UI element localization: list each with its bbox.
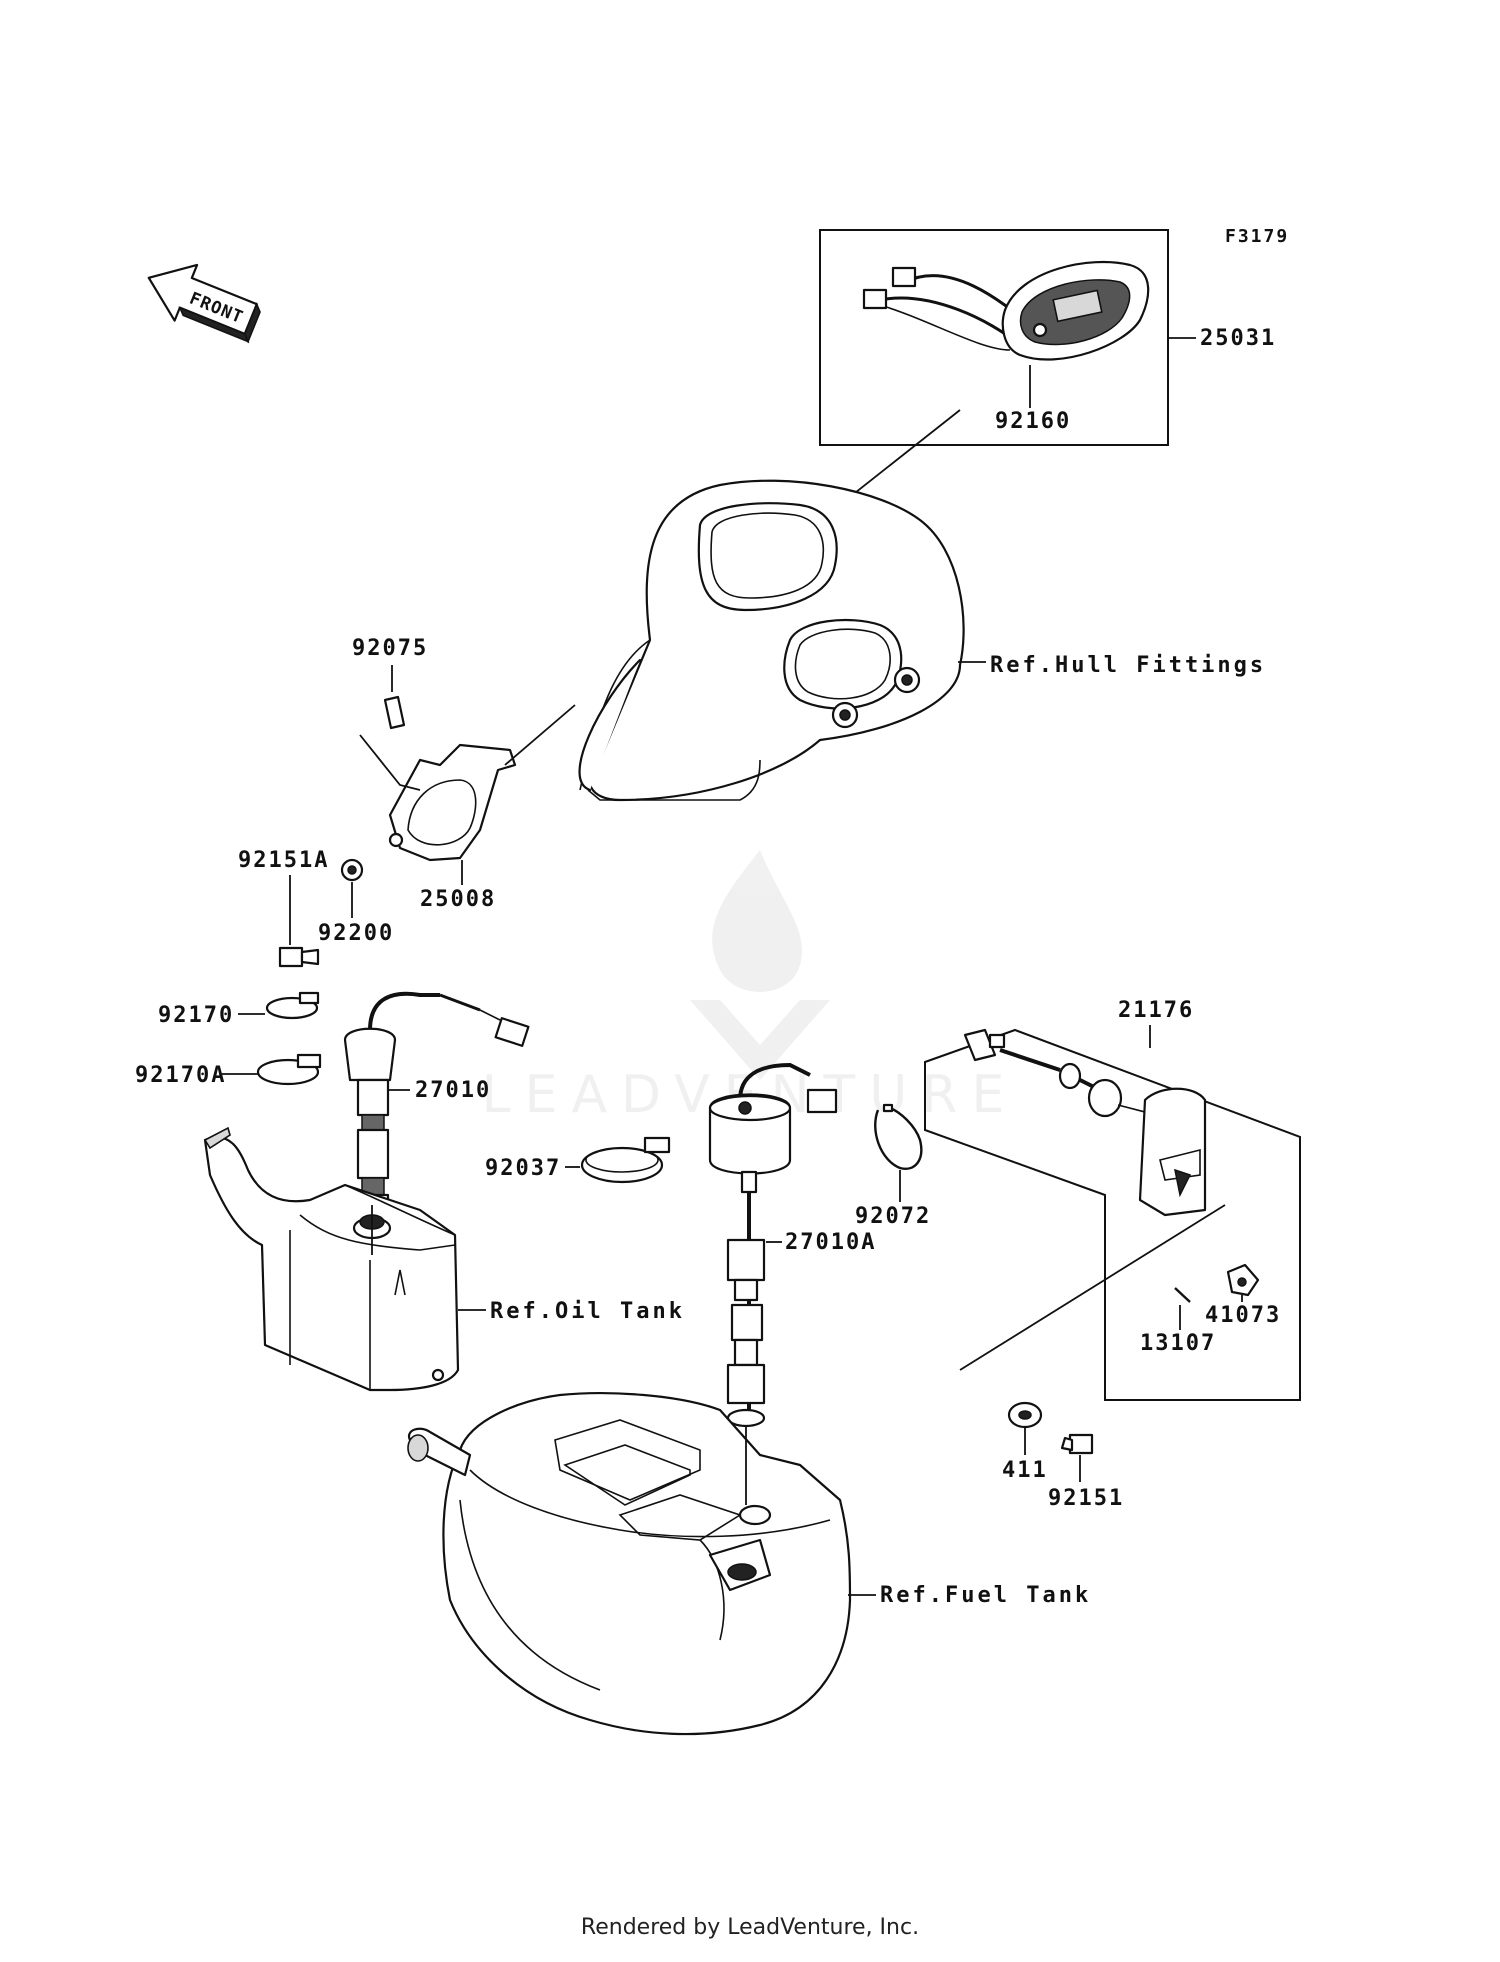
washer-92200 bbox=[340, 858, 364, 882]
washer-411 bbox=[1007, 1401, 1043, 1429]
clamp-92170 bbox=[265, 991, 320, 1020]
bracket-25008 bbox=[388, 743, 517, 862]
label-92160: 92160 bbox=[995, 409, 1071, 434]
label-41073: 41073 bbox=[1205, 1303, 1281, 1328]
diagram-code: F3179 bbox=[1225, 226, 1289, 247]
fuel-level-sensor-27010A bbox=[708, 1062, 838, 1428]
label-21176: 21176 bbox=[1118, 998, 1194, 1023]
label-27010A: 27010A bbox=[785, 1230, 876, 1255]
oil-tank bbox=[203, 1126, 460, 1392]
speed-sensor-21176 bbox=[924, 1028, 1301, 1401]
footer-credit: Rendered by LeadVenture, Inc. bbox=[580, 1915, 920, 1940]
label-92200: 92200 bbox=[318, 921, 394, 946]
label-92151: 92151 bbox=[1048, 1486, 1124, 1511]
meter-assembly-25031 bbox=[819, 229, 1169, 446]
label-92170: 92170 bbox=[158, 1003, 234, 1028]
label-92170A: 92170A bbox=[135, 1063, 226, 1088]
hull-fitting bbox=[578, 479, 965, 802]
oil-level-sensor-27010 bbox=[343, 991, 530, 1253]
label-92037: 92037 bbox=[485, 1156, 561, 1181]
label-27010: 27010 bbox=[415, 1078, 491, 1103]
label-13107: 13107 bbox=[1140, 1331, 1216, 1356]
label-25031: 25031 bbox=[1200, 326, 1276, 351]
fuel-tank bbox=[407, 1392, 852, 1736]
label-411: 411 bbox=[1002, 1458, 1048, 1483]
band-92072 bbox=[874, 1103, 923, 1170]
bolt-92151 bbox=[1060, 1433, 1094, 1455]
label-92072: 92072 bbox=[855, 1204, 931, 1229]
clamp-92037 bbox=[580, 1136, 671, 1184]
bolt-92151A bbox=[278, 946, 320, 968]
front-arrow-icon: FRONT bbox=[147, 263, 261, 344]
ref-oil-tank: Ref.Oil Tank bbox=[490, 1299, 685, 1324]
label-25008: 25008 bbox=[420, 887, 496, 912]
label-92151A: 92151A bbox=[238, 848, 329, 873]
pad-92075 bbox=[383, 695, 406, 730]
ref-fuel-tank: Ref.Fuel Tank bbox=[880, 1583, 1091, 1608]
nut-41073 bbox=[1226, 1263, 1260, 1297]
watermark: LEADVENTURE bbox=[482, 850, 1004, 1125]
ref-hull-fittings: Ref.Hull Fittings bbox=[990, 653, 1266, 678]
clamp-92170A bbox=[256, 1053, 322, 1086]
label-92075: 92075 bbox=[352, 636, 428, 661]
pin-13107 bbox=[1174, 1287, 1191, 1303]
